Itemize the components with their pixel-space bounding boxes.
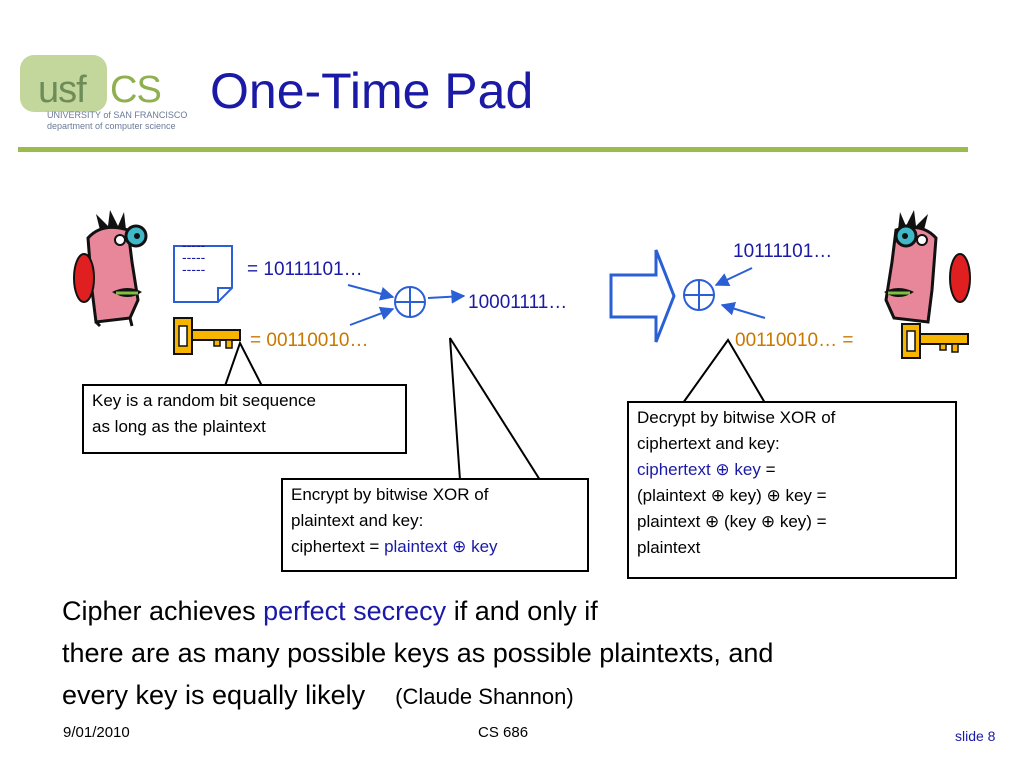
slide-title: One-Time Pad [210, 63, 534, 119]
received-plaintext-bits: 10111101… [733, 241, 833, 262]
logo-usf-text: usf [38, 69, 87, 111]
callout-line: plaintext [637, 538, 701, 557]
logo-background [20, 55, 107, 112]
receiver-key-icon [901, 323, 969, 359]
received-key-bits: 00110010… = [735, 330, 854, 351]
footer-date: 9/01/2010 [63, 724, 130, 741]
callout-line: (plaintext ⊕ key) ⊕ key = [637, 486, 827, 505]
encrypt-callout-box: Encrypt by bitwise XOR of plaintext and … [281, 478, 589, 572]
callout-line: ciphertext ⊕ key = [637, 457, 947, 483]
callout-line: plaintext and key: [291, 511, 424, 530]
callout-line: as long as the plaintext [92, 417, 266, 436]
plaintext-document-icon [173, 245, 233, 303]
perfect-secrecy-term: perfect secrecy [263, 596, 447, 626]
attribution: (Claude Shannon) [395, 684, 574, 709]
callout-line: Key is a random bit sequence [92, 391, 316, 410]
footer-course: CS 686 [478, 724, 529, 741]
statement-line: there are as many possible keys as possi… [62, 638, 774, 668]
callout-line: Encrypt by bitwise XOR of [291, 485, 489, 504]
logo-university-text: UNIVERSITY of SAN FRANCISCO [47, 110, 188, 120]
receiver-person-icon [884, 210, 971, 324]
usf-cs-logo: usf CS UNIVERSITY of SAN FRANCISCO depar… [20, 55, 210, 135]
callout-line: Decrypt by bitwise XOR of [637, 408, 836, 427]
ciphertext-bits: 10001111… [468, 292, 568, 313]
main-statement: Cipher achieves perfect secrecy if and o… [62, 590, 773, 718]
statement-line: Cipher achieves perfect secrecy if and o… [62, 590, 773, 632]
statement-line: every key is equally likely (Claude Shann… [62, 674, 773, 718]
key-arrow [349, 306, 395, 326]
statement-text: Cipher achieves [62, 596, 264, 626]
document-line: ----- [182, 237, 206, 253]
logo-department-text: department of computer science [47, 121, 176, 131]
received-plaintext-arrow [714, 267, 753, 286]
plaintext-arrow [347, 284, 395, 301]
decrypt-formula-highlight: ciphertext ⊕ key [637, 460, 761, 479]
transmission-arrow-icon [609, 249, 676, 343]
decrypt-callout-box: Decrypt by bitwise XOR of ciphertext and… [627, 401, 957, 579]
callout-line: plaintext ⊕ (key ⊕ key) = [637, 512, 827, 531]
logo-cs-text: CS [110, 69, 162, 111]
slide-number: slide 8 [955, 728, 996, 744]
encrypt-callout-pointer [449, 337, 542, 483]
encrypt-formula-highlight: plaintext ⊕ key [384, 537, 498, 556]
callout-text: = [760, 460, 776, 479]
document-line: ----- [182, 249, 206, 265]
encrypt-xor-icon [394, 286, 426, 318]
callout-text: ciphertext = [291, 537, 385, 556]
title-divider [18, 147, 968, 152]
document-line: ----- [182, 261, 206, 277]
decrypt-xor-icon [683, 279, 715, 311]
document-lines: ----- ----- ----- [182, 237, 206, 277]
sender-person-icon [73, 210, 148, 328]
ciphertext-arrow [427, 289, 466, 304]
statement-text: every key is equally likely [62, 680, 366, 710]
callout-line: ciphertext and key: [637, 434, 780, 453]
sender-key-icon [173, 317, 241, 355]
callout-line: ciphertext = plaintext ⊕ key [291, 534, 579, 560]
statement-text: if and only if [446, 596, 598, 626]
plaintext-bits: = 10111101… [247, 259, 363, 280]
received-key-arrow [720, 301, 766, 319]
key-bits: = 00110010… [250, 330, 369, 351]
key-callout-box: Key is a random bit sequence as long as … [82, 384, 407, 454]
